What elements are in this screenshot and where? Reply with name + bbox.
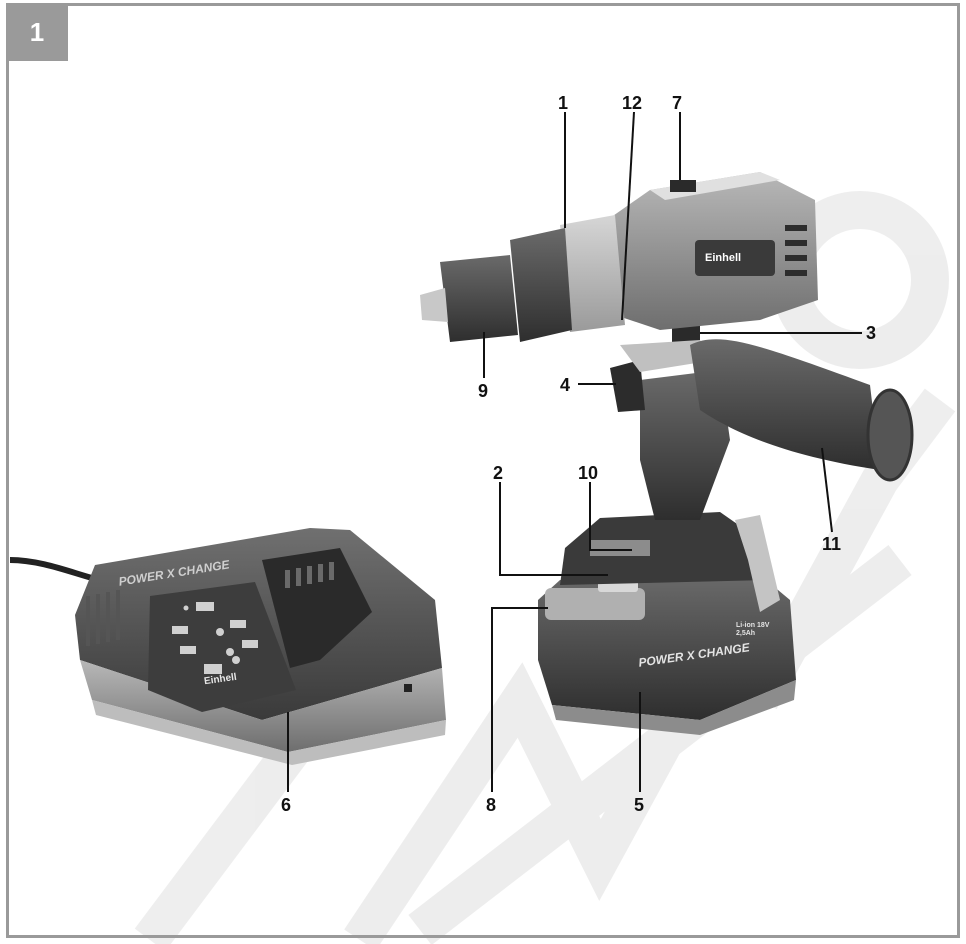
- battery-release-button: [545, 588, 645, 620]
- callout-10: 10: [578, 463, 599, 483]
- charger-cable: [9, 557, 93, 581]
- leader-lines: [287, 111, 862, 792]
- callout-2: 2: [493, 463, 504, 483]
- charger-led-symbols: [172, 602, 258, 674]
- callout-9: 9: [478, 381, 489, 401]
- drill-chuck: [440, 255, 518, 342]
- callout-1: 1: [558, 93, 569, 113]
- callout-3: 3: [866, 323, 877, 343]
- callout-4: 4: [560, 375, 571, 395]
- callout-5: 5: [634, 795, 645, 815]
- torque-ring: [510, 228, 572, 342]
- torque-collar: [560, 215, 625, 332]
- charger-led-panel: [148, 582, 296, 712]
- drill: [420, 172, 914, 735]
- charger: [9, 528, 446, 765]
- direction-switch: [672, 326, 700, 344]
- callout-11: 11: [822, 534, 842, 554]
- callout-12: 12: [622, 93, 643, 113]
- gear-selector: [670, 180, 696, 192]
- callout-8: 8: [486, 795, 497, 815]
- auxiliary-handle: [690, 339, 880, 470]
- brand-plate: [695, 240, 775, 276]
- callout-7: 7: [672, 93, 683, 113]
- drill-brand-label: Einhell: [705, 252, 742, 264]
- figure-number: 1: [6, 3, 68, 61]
- figure-frame: [6, 3, 960, 938]
- trigger: [610, 360, 645, 412]
- led-light: [590, 540, 650, 556]
- callout-6: 6: [281, 795, 292, 815]
- battery-spec-label: Li-ion 18V 2,5Ah: [736, 622, 770, 637]
- belt-clip: [735, 515, 780, 612]
